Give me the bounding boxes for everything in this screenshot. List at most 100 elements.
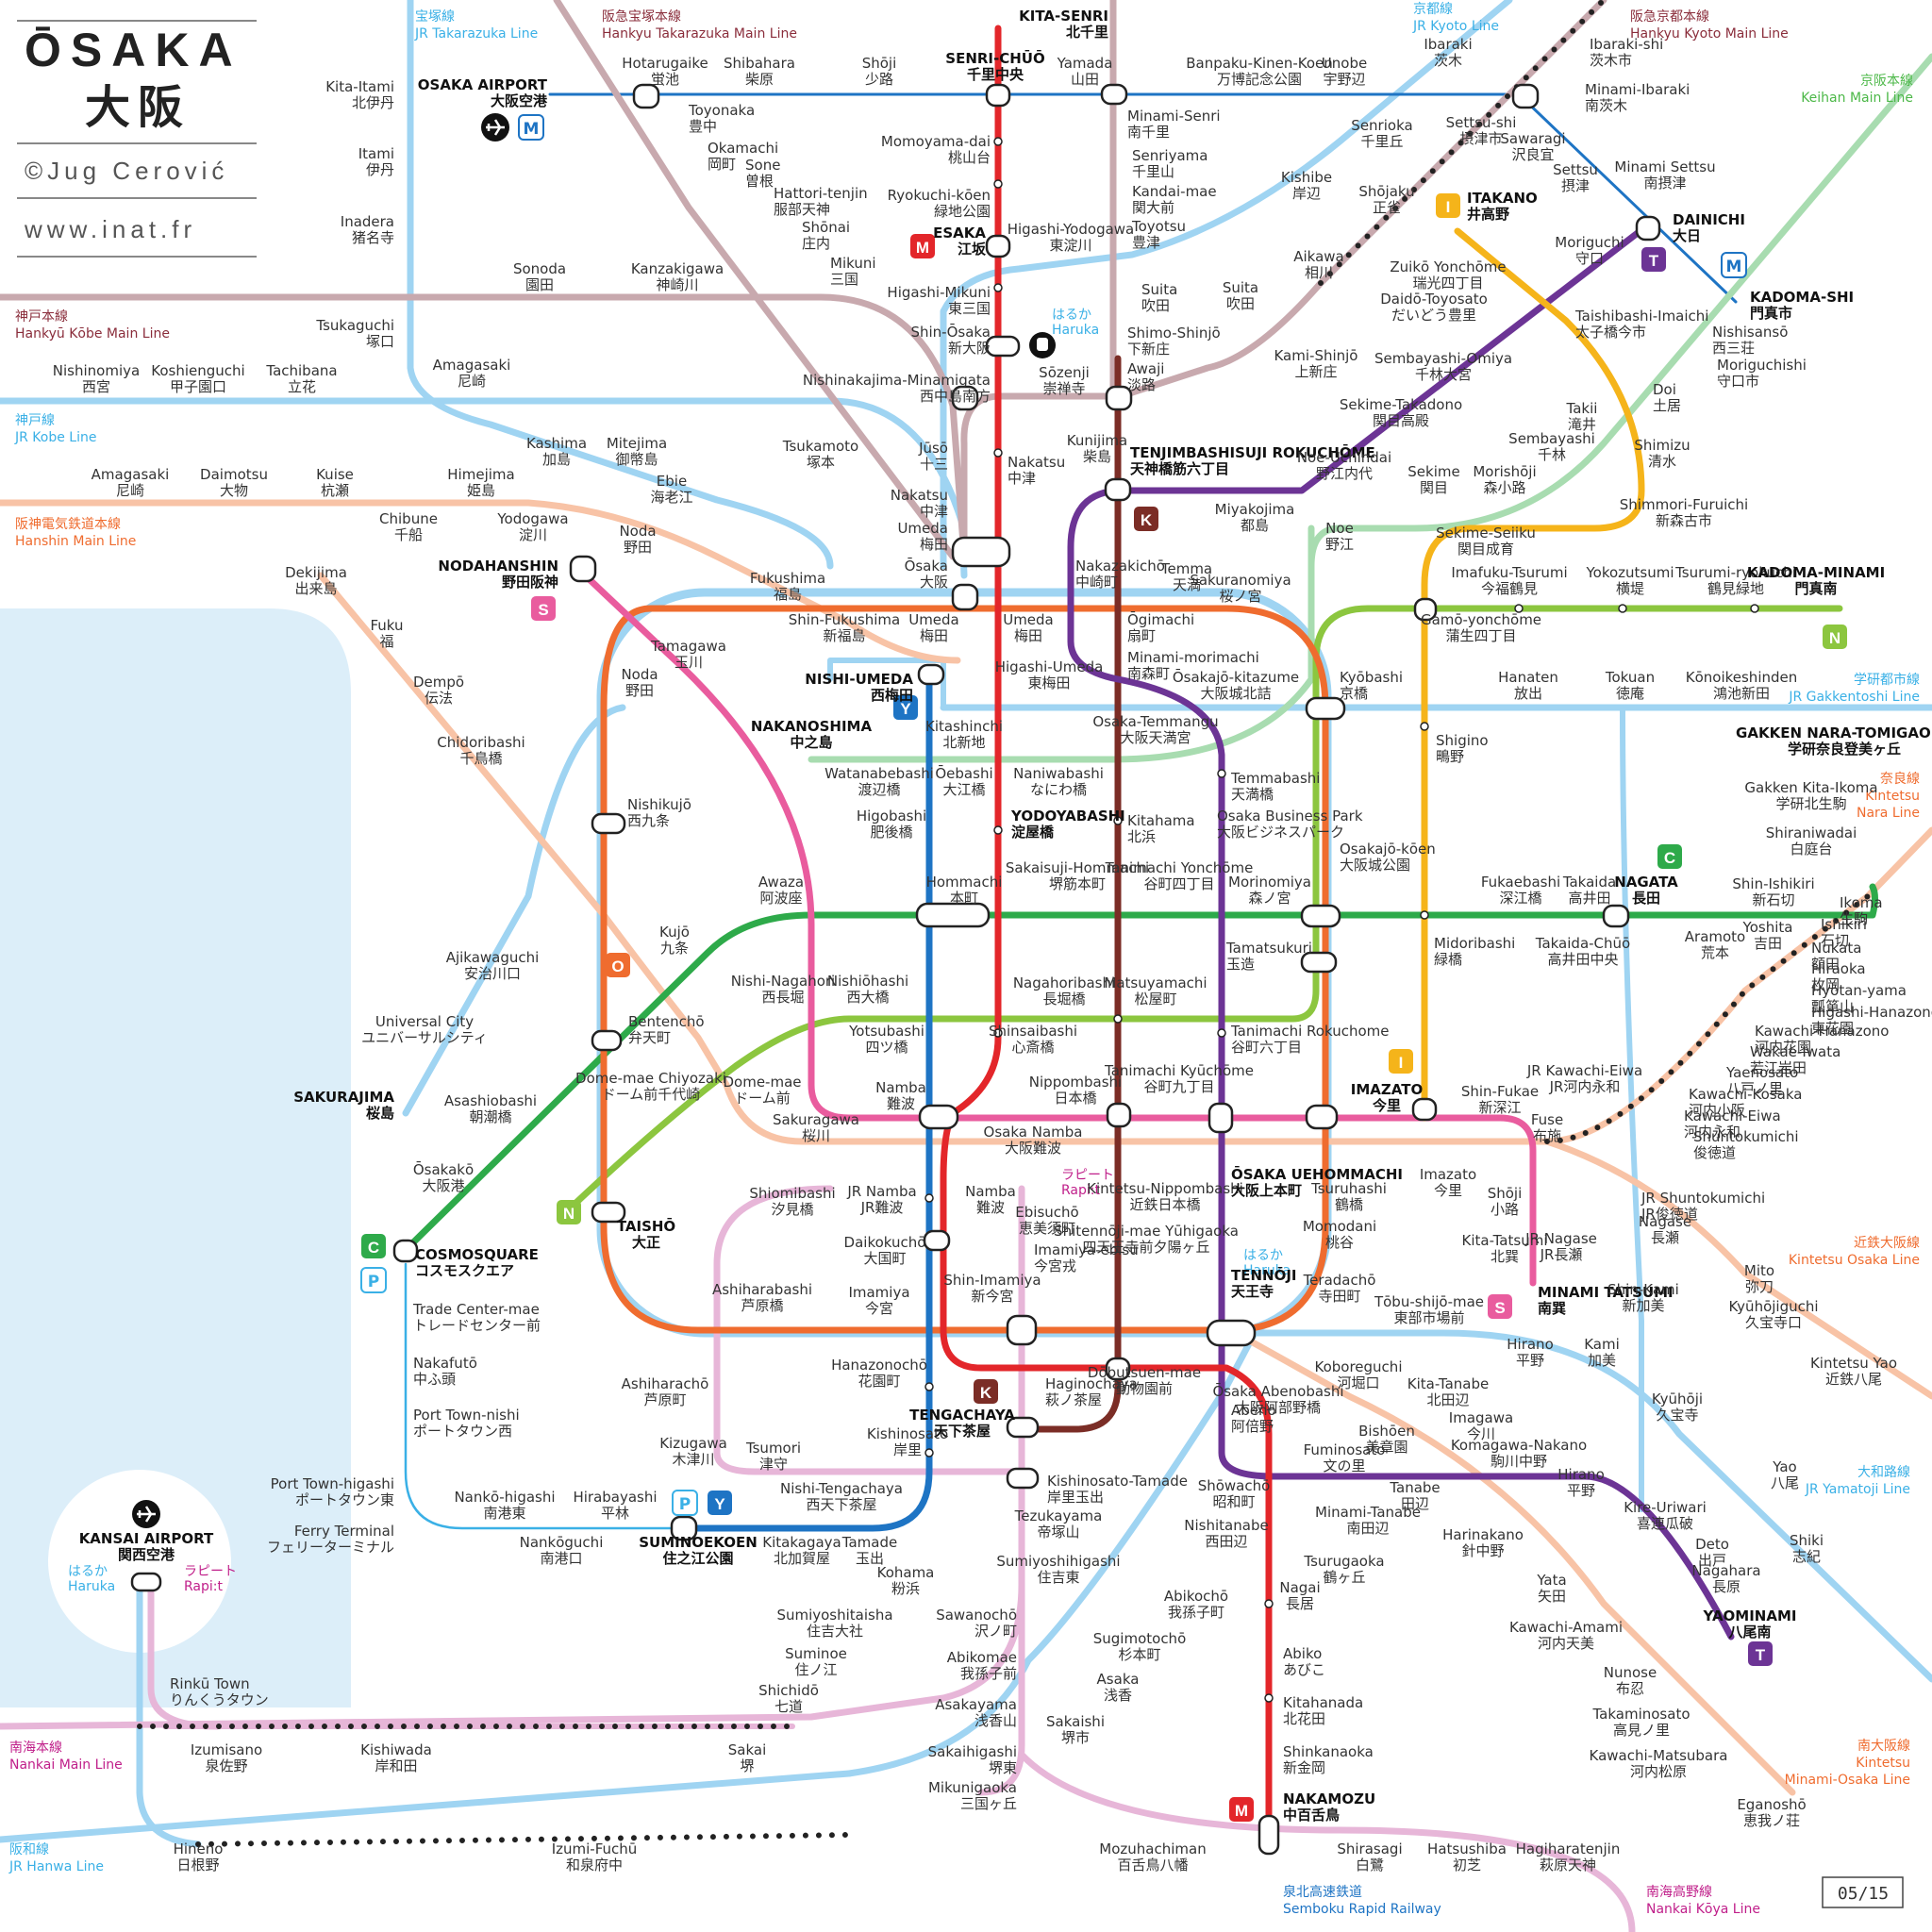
station-dot[interactable] xyxy=(1217,1028,1226,1038)
nishi-umeda-station[interactable] xyxy=(917,663,945,686)
taisho-station[interactable] xyxy=(591,1201,626,1224)
station-dot[interactable] xyxy=(993,1028,1003,1038)
station-dot[interactable] xyxy=(924,1382,934,1391)
esaka-station[interactable] xyxy=(985,234,1011,258)
nagata-station[interactable] xyxy=(1602,904,1630,928)
suminoekoen-station[interactable] xyxy=(670,1515,698,1541)
station-dot[interactable] xyxy=(1618,604,1627,613)
